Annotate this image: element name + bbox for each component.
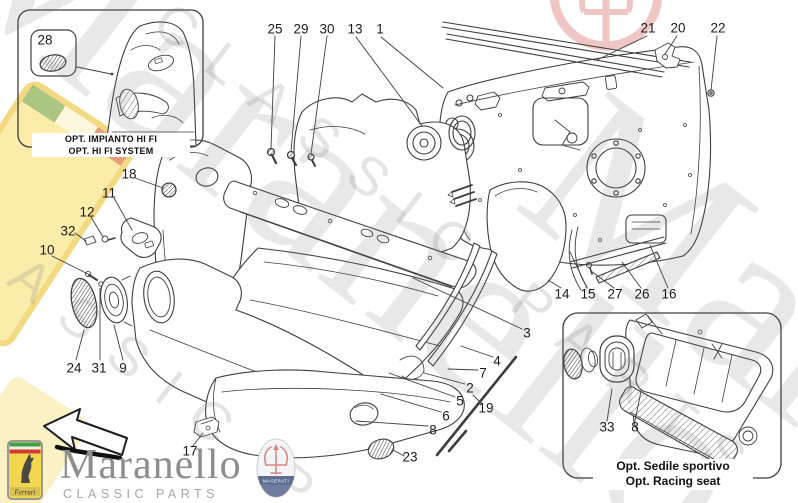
trident-tip xyxy=(273,444,279,450)
ferrari-wordmark: Ferrari xyxy=(14,489,36,497)
prancing-horse-icon xyxy=(21,454,34,483)
maranello-wordmark: Maranello xyxy=(60,442,242,488)
maserati-trident-logo: MASERATI xyxy=(256,438,296,498)
racing-caption-line2: Opt. Racing seat xyxy=(625,474,721,489)
racing-seat-inset-caption: Opt. Sedile sportivo Opt. Racing seat xyxy=(593,459,753,490)
trident-icon xyxy=(264,446,288,475)
speaker-assembly xyxy=(70,270,133,329)
leader-lines xyxy=(51,35,718,457)
racing-caption-line1: Opt. Sedile sportivo xyxy=(616,459,730,473)
arrow-icon xyxy=(43,408,128,461)
window-seal-strips xyxy=(441,21,715,97)
top-rail-bar xyxy=(223,180,477,289)
maserati-trident-watermark xyxy=(549,0,663,51)
maserati-wordmark: MASERATI xyxy=(263,479,289,484)
hifi-inset-caption: OPT. IMPIANTO HI FI OPT. HI FI SYSTEM xyxy=(32,133,190,158)
pocket-lower-panel xyxy=(193,355,518,460)
sill-strips xyxy=(569,236,667,284)
pillar-sticks xyxy=(415,242,498,367)
ferrari-shield-logo: Ferrari xyxy=(7,440,43,500)
hifi-caption-line2: OPT. HI FI SYSTEM xyxy=(68,146,154,157)
classic-parts-wordmark: CLASSIC PARTS xyxy=(63,487,219,501)
hifi-caption-line1: OPT. IMPIANTO HI FI xyxy=(64,134,158,144)
